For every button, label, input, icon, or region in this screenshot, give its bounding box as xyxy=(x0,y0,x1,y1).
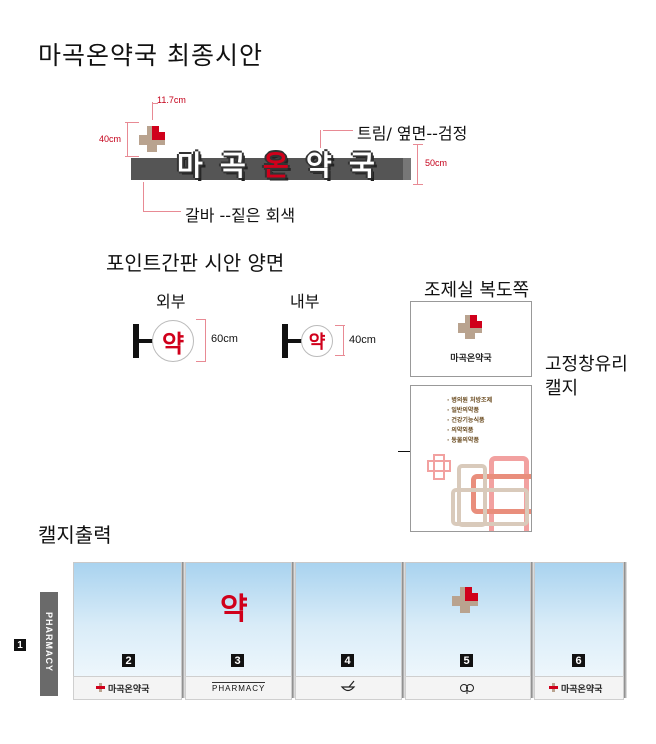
glass-panel-6 xyxy=(534,562,624,678)
deco-cross-outline xyxy=(451,488,529,526)
page-title: 마곡온약국 최종시안 xyxy=(38,41,263,70)
side-number-box: 1 xyxy=(14,639,26,651)
pharmacy-side-panel: PHARMACY xyxy=(40,592,58,696)
service-list: · 병의원 처방조제 · 일반의약품 · 건강기능식품 · 의약외품 · 동물의… xyxy=(447,396,492,446)
caption-strip-4 xyxy=(295,676,402,700)
sign-height-dimension-right: 50cm xyxy=(425,158,448,168)
outer-label: 외부 xyxy=(156,292,186,311)
caption-strip-3 xyxy=(185,676,292,700)
cross-logo xyxy=(452,587,478,613)
point-sign-title: 포인트간판 시안 양면 xyxy=(106,251,285,275)
mini-cross-icon xyxy=(96,683,105,692)
galva-bar-end xyxy=(403,158,411,180)
fixed-glass-title: 고정창유리 xyxy=(545,354,628,375)
outer-arm xyxy=(139,339,153,343)
deco-cross-outline xyxy=(471,474,531,514)
bar-note: 갈바 --짙은 회색 xyxy=(185,206,296,225)
mortar-pestle-icon xyxy=(340,679,356,698)
glass-divider xyxy=(398,451,410,452)
sign-char-1: 마 xyxy=(177,149,203,182)
outer-point-circle: 약 xyxy=(152,320,194,362)
sign-char-2: 곡 xyxy=(220,149,246,182)
mini-cross-icon xyxy=(549,683,558,692)
sign-char-5: 국 xyxy=(349,149,375,182)
window-post xyxy=(622,562,627,698)
fixed-glass-panel: · 병의원 처방조제 · 일반의약품 · 건강기능식품 · 의약외품 · 동물의… xyxy=(410,385,532,532)
panel-number-4: 4 xyxy=(341,654,354,667)
sign-char-4: 약 xyxy=(306,149,332,182)
prep-room-title: 조제실 복도쪽 xyxy=(424,280,530,301)
caption-strip-2 xyxy=(73,676,182,700)
main-sign: 11.7cm 40cm 마 곡 온 약 국 50cm 트림/ 옆면--검정 갈바… xyxy=(95,90,515,230)
window-post xyxy=(180,562,185,698)
panel-number-3: 3 xyxy=(231,654,244,667)
calji-title: 캘지출력 xyxy=(38,523,112,547)
cross-logo xyxy=(139,126,165,152)
fixed-glass-subtitle: 캘지 xyxy=(545,378,579,399)
prep-room-panel: 마곡온약국 xyxy=(410,301,532,377)
panel-number-5: 5 xyxy=(460,654,473,667)
window-post xyxy=(529,562,534,698)
window-post xyxy=(290,562,295,698)
strip-3-caption: PHARMACY xyxy=(212,682,266,693)
sign-char-3: 온 xyxy=(263,149,289,182)
inner-bracket xyxy=(282,324,288,358)
service-item: · 건강기능식품 xyxy=(447,417,485,424)
outer-bracket xyxy=(133,324,139,358)
inner-dimension: 40cm xyxy=(349,334,376,346)
service-item: · 동물의약품 xyxy=(447,437,479,444)
service-item: · 병의원 처방조제 xyxy=(447,397,493,404)
cross-logo xyxy=(458,315,482,339)
panel-number-2: 2 xyxy=(122,654,135,667)
window-post xyxy=(400,562,405,698)
service-item: · 일반의약품 xyxy=(447,407,479,414)
sign-height-dimension-left: 40cm xyxy=(99,134,122,144)
inner-label: 내부 xyxy=(290,292,320,311)
inner-arm xyxy=(288,339,302,343)
pharmacy-side-text: PHARMACY xyxy=(44,611,54,672)
deco-cross-outline xyxy=(427,460,451,472)
pill-icon xyxy=(459,680,475,699)
panel-number-6: 6 xyxy=(572,654,585,667)
deco-cross-outline xyxy=(433,454,445,480)
sign-width-dimension: 11.7cm xyxy=(157,95,186,105)
inner-point-circle: 약 xyxy=(301,325,333,357)
panel-3-main-char: 약 xyxy=(220,592,248,627)
outer-dimension: 60cm xyxy=(211,333,238,345)
strip-2-caption: 마곡온약국 xyxy=(108,685,150,695)
strip-6-caption: 마곡온약국 xyxy=(561,685,603,695)
prep-room-brand: 마곡온약국 xyxy=(450,354,492,364)
service-item: · 의약외품 xyxy=(447,427,474,434)
galva-bar xyxy=(131,158,403,180)
trim-note: 트림/ 옆면--검정 xyxy=(357,124,468,143)
